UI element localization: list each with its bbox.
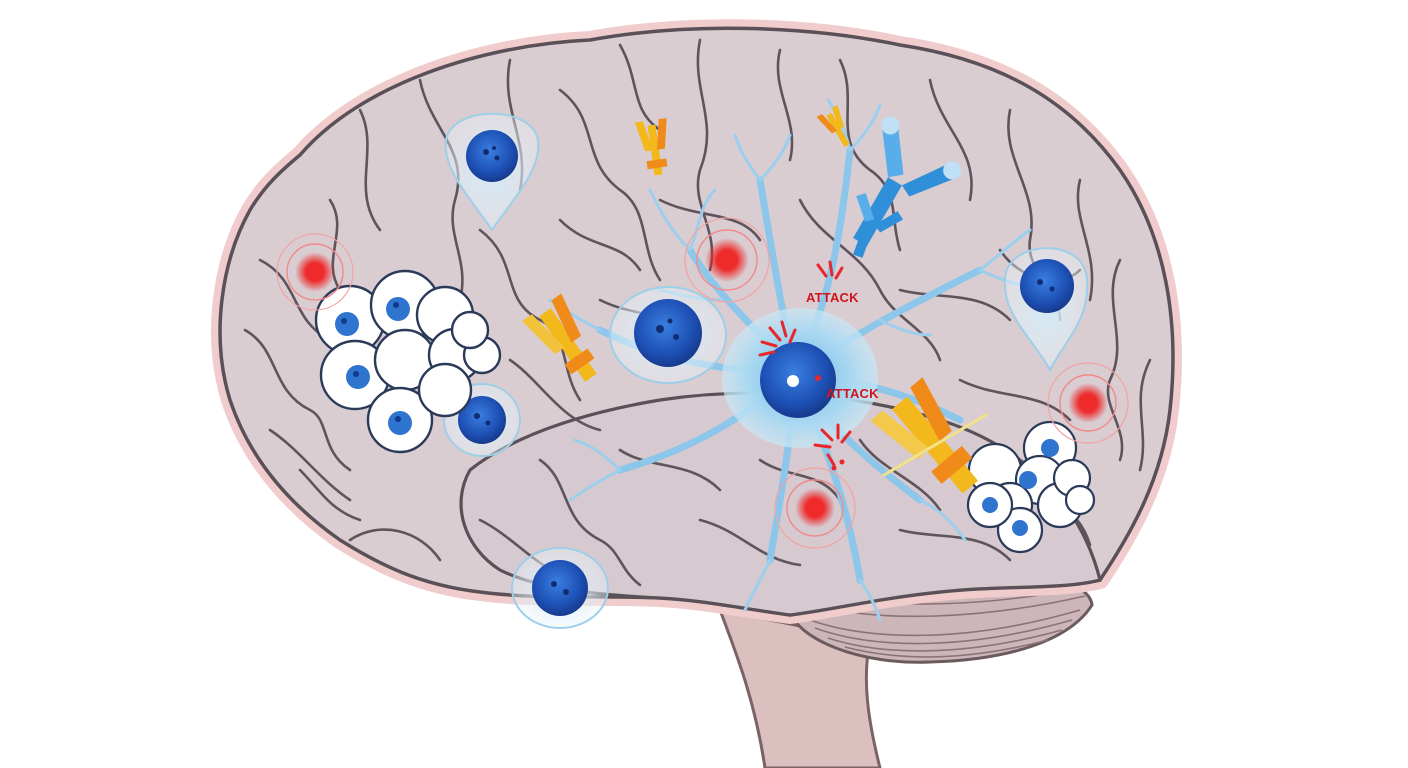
attack-dots — [815, 375, 845, 471]
antibody — [521, 293, 597, 382]
inflammation-site — [684, 217, 770, 303]
inflammation-site — [276, 233, 354, 311]
blue-cell — [511, 547, 609, 629]
attack-label-center: ATTACK — [826, 386, 879, 401]
antibody — [634, 118, 668, 176]
attack-burst — [758, 260, 852, 467]
blue-cell — [1003, 247, 1089, 373]
blue-cell — [444, 112, 540, 232]
immune-cell-cluster-right — [966, 420, 1096, 554]
inflammation-site — [1047, 362, 1129, 444]
antibody — [853, 193, 904, 258]
attack-label-top: ATTACK — [806, 290, 859, 305]
blue-cell — [609, 286, 727, 384]
antibody — [870, 377, 989, 494]
inflammation-site — [774, 467, 856, 549]
antibody — [816, 104, 850, 148]
